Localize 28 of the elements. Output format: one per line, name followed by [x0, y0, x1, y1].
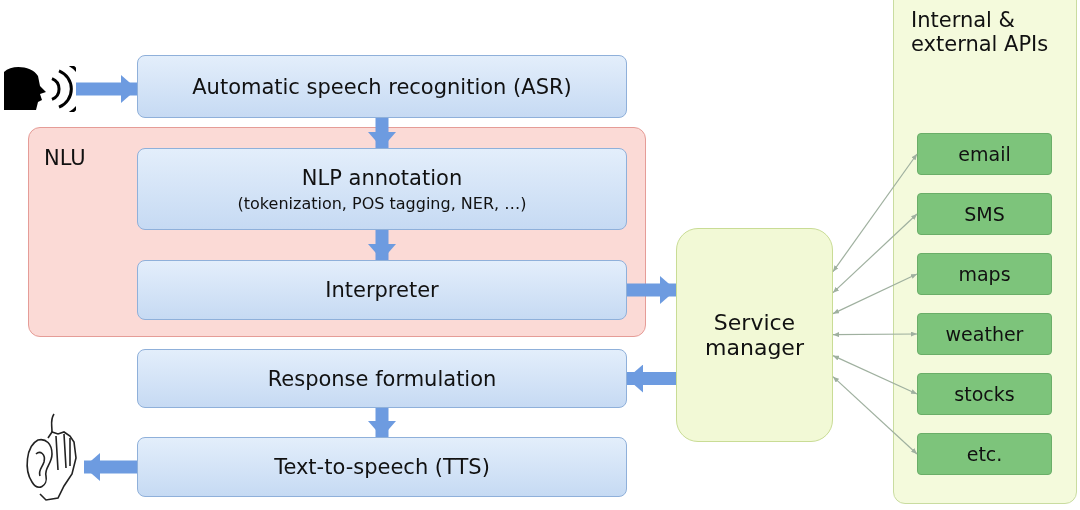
- process-box: Service manager: [676, 228, 833, 442]
- block-arrow: [627, 364, 676, 393]
- box-title: NLP annotation: [301, 165, 463, 190]
- api-box: stocks: [917, 373, 1052, 415]
- block-arrow: [368, 230, 396, 260]
- process-box: Text-to-speech (TTS): [137, 437, 627, 497]
- process-box: Interpreter: [137, 260, 627, 320]
- api-box: maps: [917, 253, 1052, 295]
- api-box: SMS: [917, 193, 1052, 235]
- block-arrow: [368, 118, 396, 148]
- group-title: Internal & external APIs: [911, 8, 1050, 56]
- connector-arrow: [832, 376, 918, 455]
- api-box: etc.: [917, 433, 1052, 475]
- connector-arrow: [832, 355, 918, 395]
- process-box: Automatic speech recognition (ASR): [137, 55, 627, 118]
- block-arrow: [627, 276, 676, 304]
- group-title: NLU: [44, 146, 86, 170]
- connector-arrow: [832, 213, 918, 294]
- process-box: Response formulation: [137, 349, 627, 408]
- block-arrow: [368, 408, 396, 437]
- connector-arrow: [832, 273, 918, 315]
- block-arrow: [76, 75, 137, 103]
- api-box: weather: [917, 313, 1052, 355]
- connector-arrow: [832, 153, 918, 273]
- api-box: email: [917, 133, 1052, 175]
- block-arrow: [84, 453, 137, 481]
- box-subtitle: (tokenization, POS tagging, NER, …): [237, 193, 527, 213]
- connector-arrow: [832, 331, 918, 338]
